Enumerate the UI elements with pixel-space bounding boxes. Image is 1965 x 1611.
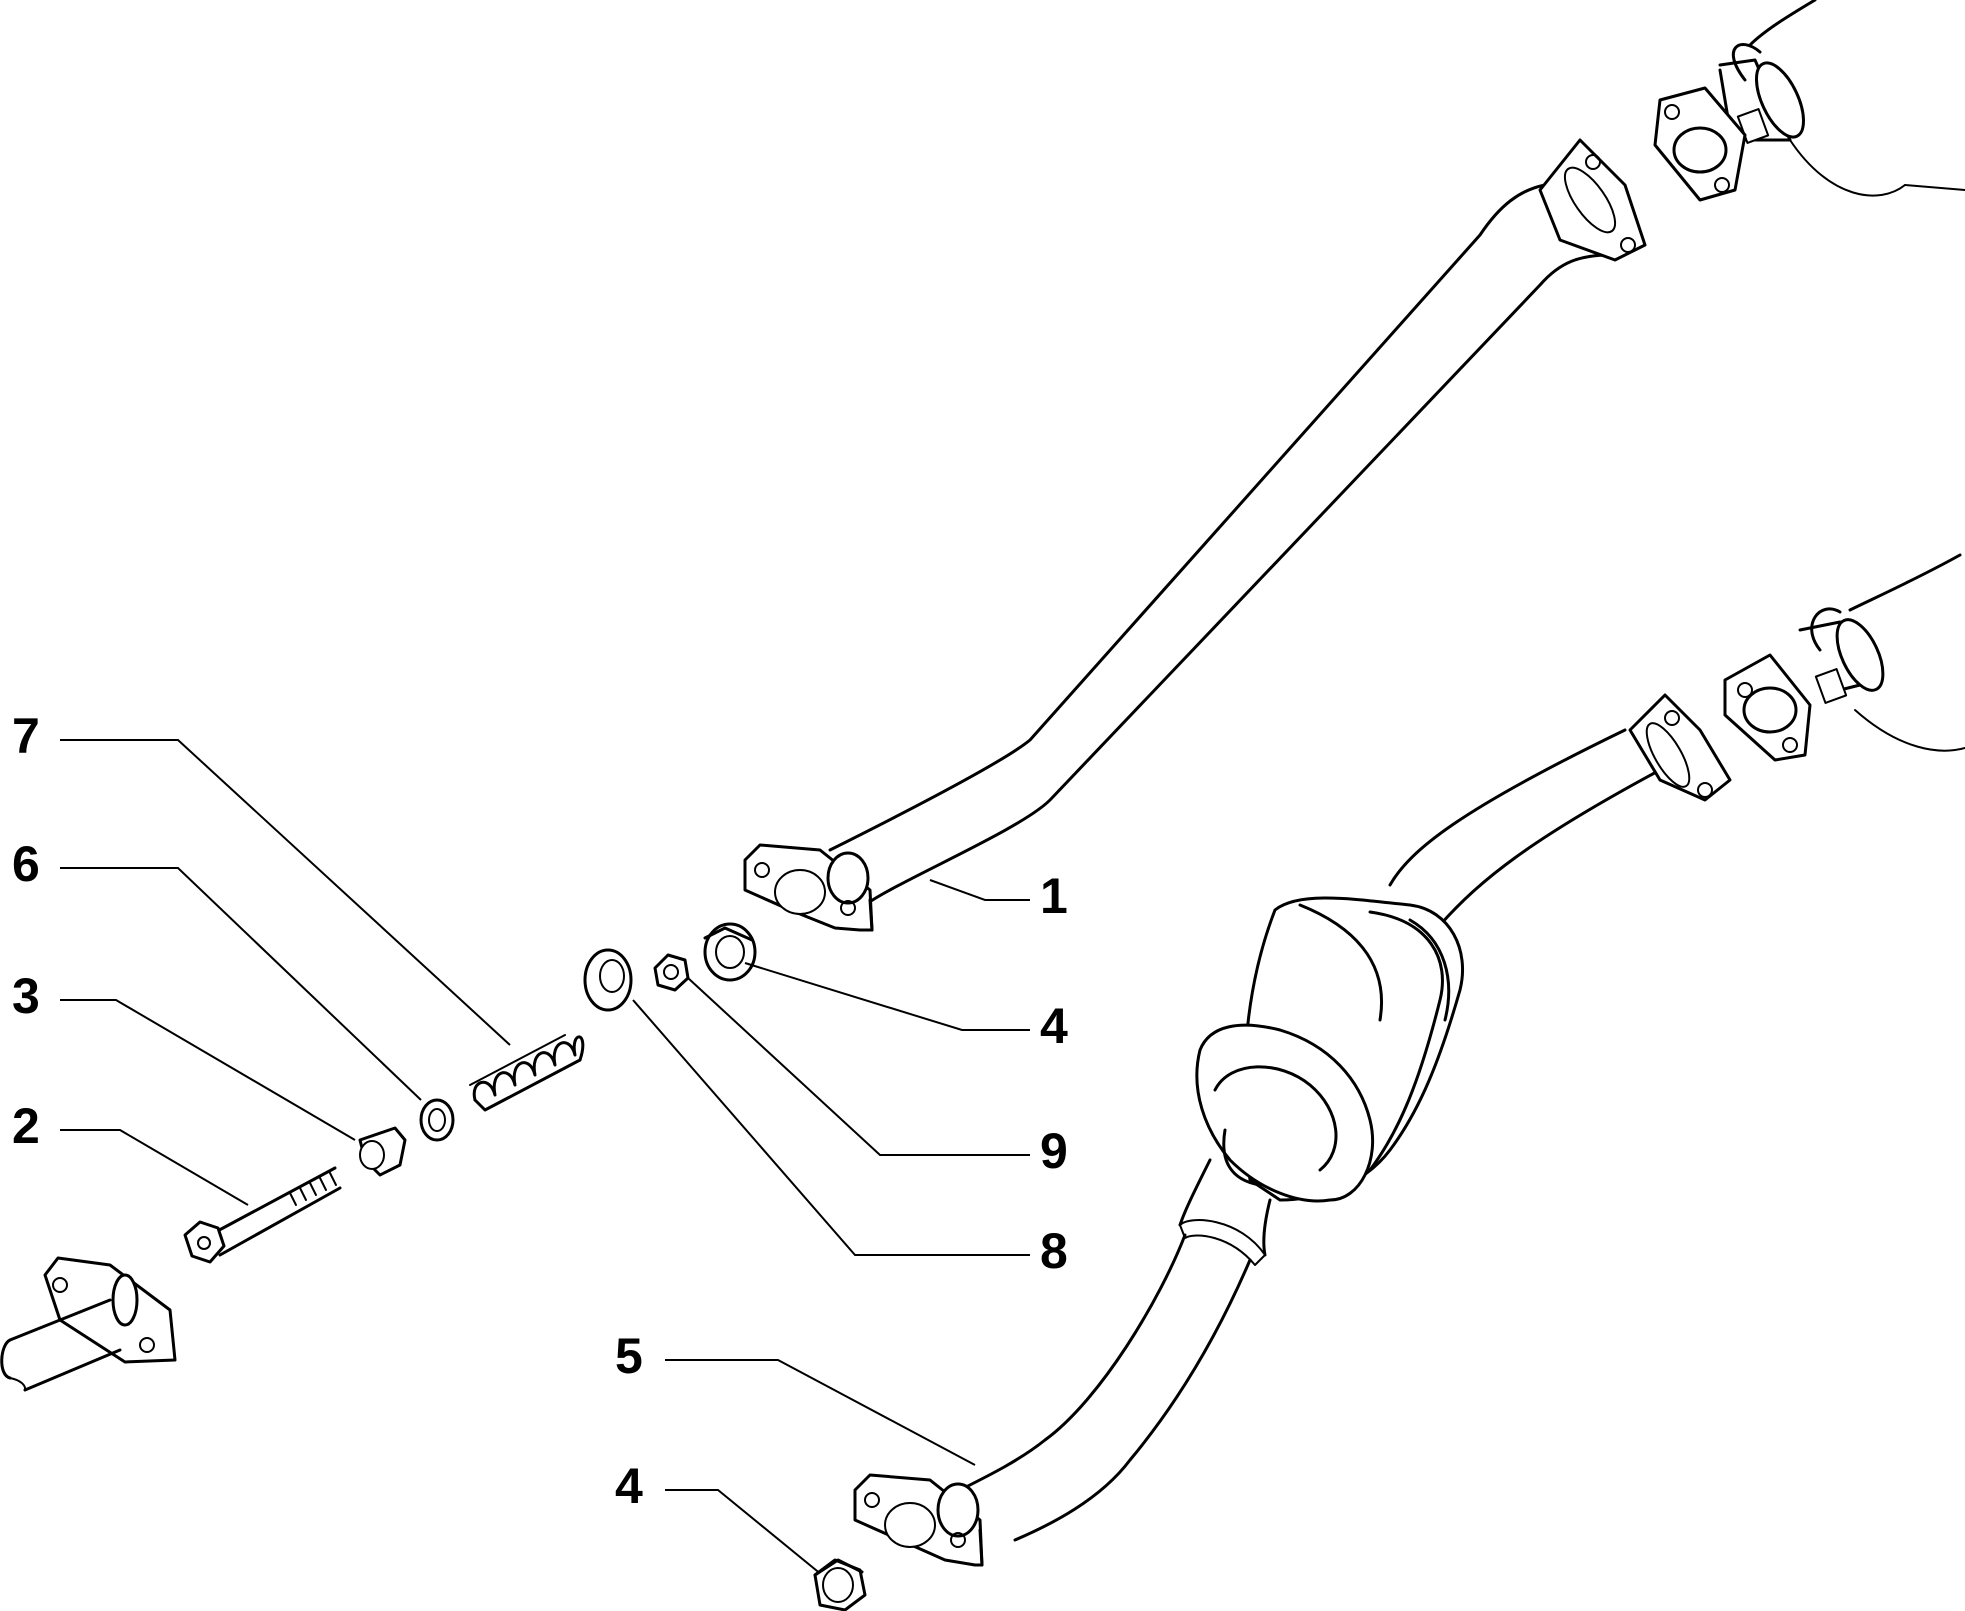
catalytic-pipe-part-5 [853,693,1732,1567]
callout-7: 7 [12,708,40,764]
nut-part-9 [653,953,690,992]
washer-part-8 [583,948,633,1012]
callout-3: 3 [12,968,40,1024]
callout-4-lower: 4 [615,1458,643,1514]
callout-8: 8 [1040,1223,1068,1279]
front-pipe-part-1 [743,138,1647,932]
upper-muffler [1718,0,1965,197]
lower-muffler [1798,553,1965,752]
leader-lines [60,739,1030,1576]
bushing-part-4-lower [813,1558,867,1611]
callout-4-upper: 4 [1040,998,1068,1054]
lower-gasket [1723,653,1812,762]
callout-numbers: 1 4 9 8 5 4 7 6 3 2 [12,708,1068,1514]
callout-5: 5 [615,1328,643,1384]
bushing-part-4-upper [703,922,757,982]
washer-part-6 [419,1098,455,1142]
callout-9: 9 [1040,1123,1068,1179]
manifold-outlet [0,1256,177,1392]
bushing-part-3 [358,1126,407,1177]
spring-part-7 [469,1034,585,1112]
upper-gasket [1653,86,1747,202]
callout-1: 1 [1040,868,1068,924]
callout-6: 6 [12,836,40,892]
bolt-part-2 [183,1166,342,1264]
callout-2: 2 [12,1098,40,1154]
